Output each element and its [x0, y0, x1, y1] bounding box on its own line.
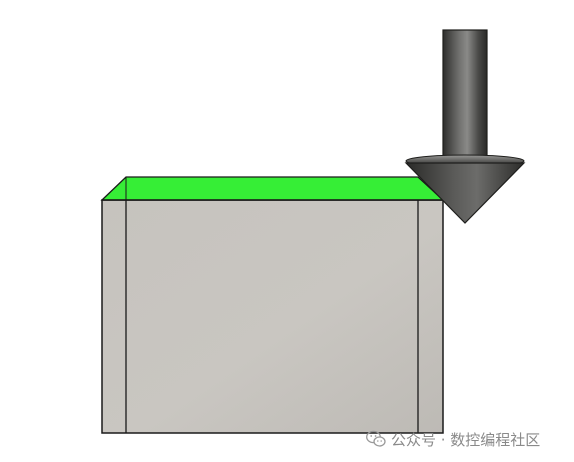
- top-face-highlight: [100, 176, 445, 201]
- watermark: 公众号 · 数控编程社区: [366, 428, 540, 450]
- top-face-green: [100, 176, 445, 201]
- watermark-text: 公众号 · 数控编程社区: [391, 430, 541, 449]
- downward-arrow-tool: [404, 29, 526, 224]
- block-front-face: [101, 199, 444, 434]
- tool-cone: [404, 162, 526, 224]
- wechat-icon: [366, 430, 386, 447]
- tool-shaft: [442, 29, 488, 161]
- workpiece-block: [101, 199, 444, 434]
